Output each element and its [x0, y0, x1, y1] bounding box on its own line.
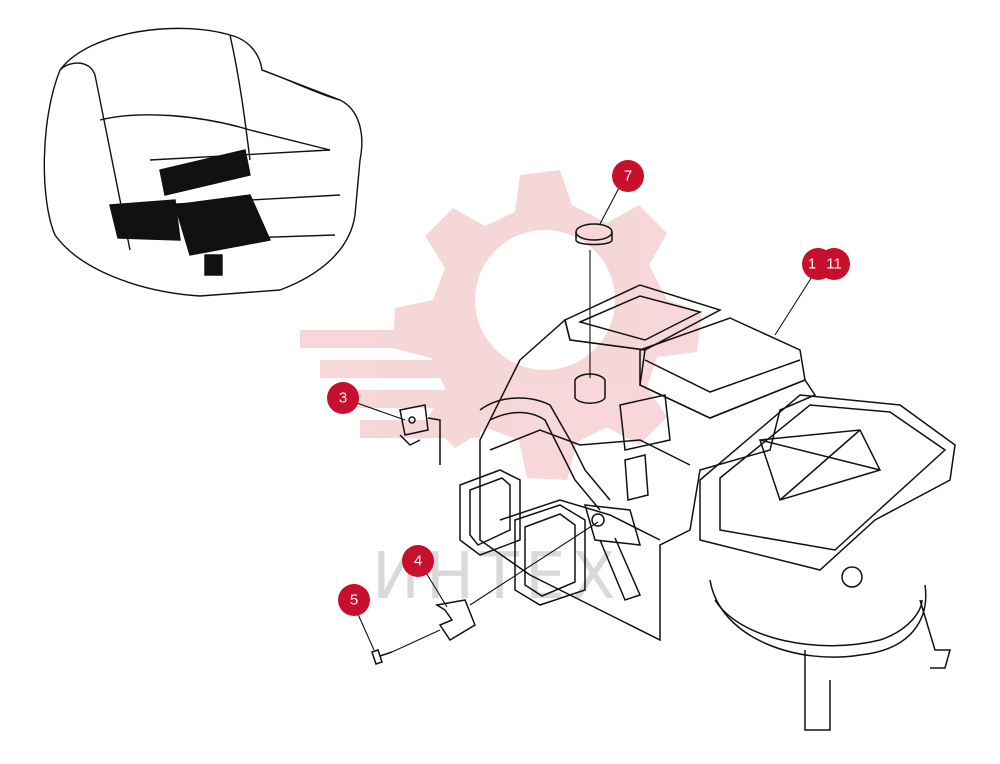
callout-3-label: 3: [339, 390, 347, 407]
screw-part-5: [371, 649, 393, 665]
callout-4-label: 4: [414, 553, 422, 570]
clip-part-4: [434, 599, 476, 642]
hvac-unit-illustration: [459, 284, 956, 731]
callout-11-label: 11: [826, 256, 842, 273]
cap-part-7: [575, 223, 613, 246]
callout-7[interactable]: 7: [612, 160, 644, 192]
bracket-part-3: [399, 404, 441, 465]
callout-7-label: 7: [624, 168, 632, 185]
callout-3[interactable]: 3: [327, 382, 359, 414]
callout-4[interactable]: 4: [402, 545, 434, 577]
cab-inset-illustration: [43, 27, 363, 297]
callout-10-label: 1: [808, 256, 816, 273]
leader-lines: [353, 183, 816, 653]
callout-5-label: 5: [350, 592, 358, 609]
callout-5[interactable]: 5: [338, 584, 370, 616]
watermark-gear-logo: [300, 170, 702, 480]
callout-11[interactable]: 11: [818, 248, 850, 280]
